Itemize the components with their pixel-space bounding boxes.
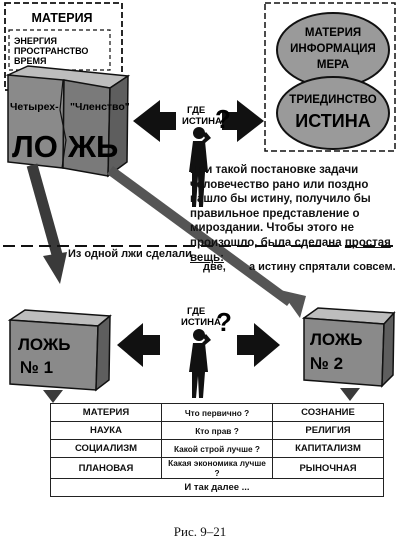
where-label-bottom: ГДЕ <box>187 306 205 317</box>
matter2-label: МАТЕРИЯ <box>305 27 361 39</box>
space-label: ПРОСТРАНСТВО <box>14 46 88 56</box>
explanation-paragraph: При такой постановке задачи человечество… <box>190 163 395 265</box>
table-cell-middle: Какая экономика лучше ? <box>161 457 273 479</box>
middle-line2-right: а истину спрятали совсем. <box>249 261 396 273</box>
table-cell-left: МАТЕРИЯ <box>50 403 162 422</box>
table-cell-right: РЫНОЧНАЯ <box>272 457 384 479</box>
truth-dashed-box <box>264 2 396 152</box>
lie2-block <box>301 307 396 388</box>
table-cell-right: КАПИТАЛИЗМ <box>272 439 384 458</box>
table-cell-left: ПЛАНОВАЯ <box>50 457 162 479</box>
question-mark-bottom: ? <box>216 307 232 337</box>
table-footer: И так далее ... <box>50 478 384 497</box>
table-footer-row: И так далее ... <box>50 478 384 497</box>
lie-word-right: ЖЬ <box>67 129 118 164</box>
arrow-to-lie1-head <box>43 252 67 284</box>
time-label: ВРЕМЯ <box>14 56 46 66</box>
lie2-word: ЛОЖЬ <box>310 330 363 349</box>
table-cell-middle: Что первично ? <box>161 403 273 422</box>
middle-line2-left: две, <box>203 261 226 273</box>
table-cell-middle: Какой строй лучше ? <box>161 439 273 458</box>
thinking-man-bottom <box>189 329 211 398</box>
measure-label: МЕРА <box>317 59 349 71</box>
where-label-top: ГДЕ <box>187 105 205 116</box>
lie1-number: № 1 <box>20 358 53 377</box>
paragraph-underlined: простая вещь: <box>190 236 391 264</box>
thinking-man-top <box>189 127 211 207</box>
table-cell-left: СОЦИАЛИЗМ <box>50 439 162 458</box>
lie2-down-arrow <box>340 388 360 401</box>
comparison-table: МАТЕРИЯ Что первично ? СОЗНАНИЕ НАУКА Кт… <box>50 403 384 497</box>
truth-label-bottom: ИСТИНА <box>181 317 221 328</box>
lie-word-left: ЛО <box>12 129 58 164</box>
lie1-down-arrow <box>43 390 63 403</box>
arrow-right-bottom <box>237 323 280 367</box>
lie2-number: № 2 <box>310 354 343 373</box>
membership-label: "Членство" <box>70 101 130 113</box>
arrow-to-lie2-head <box>280 290 306 318</box>
truth-label-top: ИСТИНА <box>182 116 222 127</box>
arrow-to-lie2-shaft <box>107 165 293 307</box>
lie1-block <box>7 309 112 392</box>
figure-caption: Рис. 9–21 <box>173 524 227 539</box>
lower-ellipse <box>276 76 390 150</box>
question-mark-top: ? <box>215 104 231 134</box>
matter-label: МАТЕРИЯ <box>31 11 92 25</box>
table-cell-left: НАУКА <box>50 421 162 440</box>
lie1-word: ЛОЖЬ <box>18 335 71 354</box>
paragraph-text: При такой постановке задачи человечество… <box>190 164 371 249</box>
table-row: СОЦИАЛИЗМ Какой строй лучше ? КАПИТАЛИЗМ <box>50 439 384 458</box>
arrow-left-bottom <box>117 323 160 367</box>
big-lie-block <box>5 65 131 178</box>
table-row: НАУКА Кто прав ? РЕЛИГИЯ <box>50 421 384 440</box>
arrow-right-top <box>222 100 264 142</box>
information-label: ИНФОРМАЦИЯ <box>290 43 376 55</box>
four-label: Четырех- <box>10 101 59 113</box>
middle-line1: Из одной лжи сделали <box>68 248 192 260</box>
arrow-left-top <box>133 100 176 142</box>
table-cell-right: СОЗНАНИЕ <box>272 403 384 422</box>
table-cell-right: РЕЛИГИЯ <box>272 421 384 440</box>
trinity-label: ТРИЕДИНСТВО <box>289 94 376 106</box>
table-row: ПЛАНОВАЯ Какая экономика лучше ? РЫНОЧНА… <box>50 457 384 479</box>
table-row: МАТЕРИЯ Что первично ? СОЗНАНИЕ <box>50 403 384 422</box>
energy-label: ЭНЕРГИЯ <box>14 36 57 46</box>
arrow-to-lie1-shaft <box>26 163 64 260</box>
truth-label: ИСТИНА <box>295 111 370 131</box>
table-cell-middle: Кто прав ? <box>161 421 273 440</box>
